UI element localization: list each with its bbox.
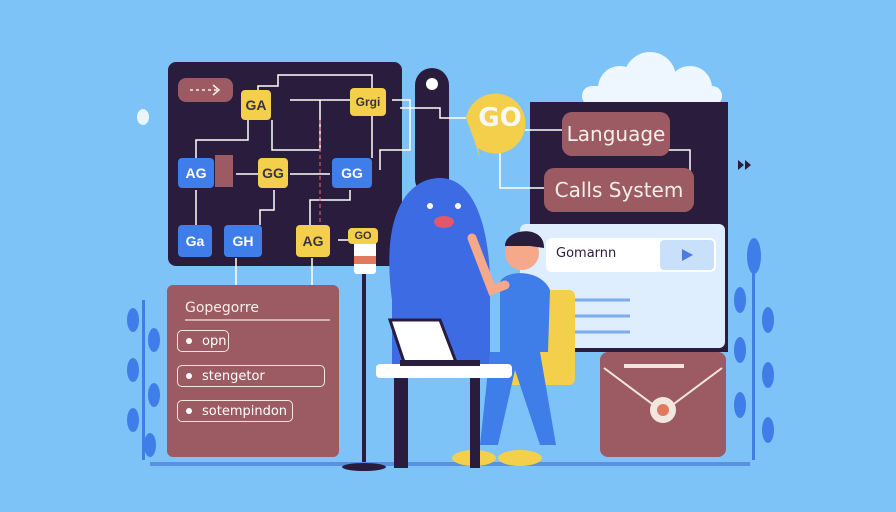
- fast-forward-icon: [738, 160, 751, 170]
- play-button[interactable]: [660, 240, 714, 270]
- node-ga-top[interactable]: GA: [241, 90, 271, 120]
- calls-system-plaque[interactable]: Calls System: [544, 168, 694, 212]
- lamp-stand: [362, 268, 366, 462]
- options-panel-bg: [167, 285, 339, 457]
- option-sotempindon[interactable]: sotempindon: [177, 400, 293, 422]
- cloud-icon: [582, 52, 722, 110]
- ground-line: [150, 462, 750, 466]
- option-label: opn: [202, 333, 227, 349]
- device-button-icon: [426, 78, 438, 90]
- speech-bubble: [466, 93, 526, 160]
- screen-lines: [575, 298, 630, 334]
- bubble-go-label: GO: [478, 103, 522, 133]
- language-plaque[interactable]: Language: [562, 112, 670, 156]
- arrow-pill: [178, 78, 233, 102]
- node-ag-bottom[interactable]: AG: [296, 225, 330, 257]
- node-grgi[interactable]: Grgi: [350, 88, 386, 116]
- envelope-seal-core: [657, 404, 669, 416]
- plant-right-icon: [734, 238, 774, 460]
- diagram-connectors: [195, 74, 466, 300]
- bullet-icon: [186, 408, 192, 414]
- plant-left-icon: [127, 300, 160, 460]
- side-card[interactable]: Gomarnn: [546, 238, 716, 272]
- node-ag-left[interactable]: AG: [178, 158, 214, 188]
- bullet-icon: [186, 373, 192, 379]
- drop-icon: [137, 109, 149, 125]
- arrow-right-icon: [190, 84, 221, 96]
- desk-top: [376, 364, 512, 378]
- node-go-cup[interactable]: GO: [348, 228, 378, 244]
- bullet-icon: [186, 338, 192, 344]
- option-stengetor[interactable]: stengetor: [177, 365, 325, 387]
- option-label: stengetor: [202, 368, 265, 384]
- device-pole: [415, 68, 449, 196]
- lamp-base: [342, 463, 386, 471]
- node-gg-right[interactable]: GG: [332, 158, 372, 188]
- laptop-base: [400, 360, 480, 366]
- option-opn[interactable]: opn: [177, 330, 229, 352]
- node-gg-mid[interactable]: GG: [258, 158, 288, 188]
- node-gh[interactable]: GH: [224, 225, 262, 257]
- option-label: sotempindon: [202, 403, 288, 419]
- marker-block: [215, 155, 233, 187]
- cup-band: [354, 256, 376, 264]
- desk-leg-2: [470, 378, 480, 468]
- panel-title: Gopegorre: [185, 300, 259, 316]
- desk-leg: [394, 378, 408, 468]
- side-card-title: Gomarnn: [556, 246, 617, 261]
- play-icon: [682, 249, 693, 261]
- node-ga-bottom[interactable]: Ga: [178, 225, 212, 257]
- envelope-slot: [624, 364, 684, 368]
